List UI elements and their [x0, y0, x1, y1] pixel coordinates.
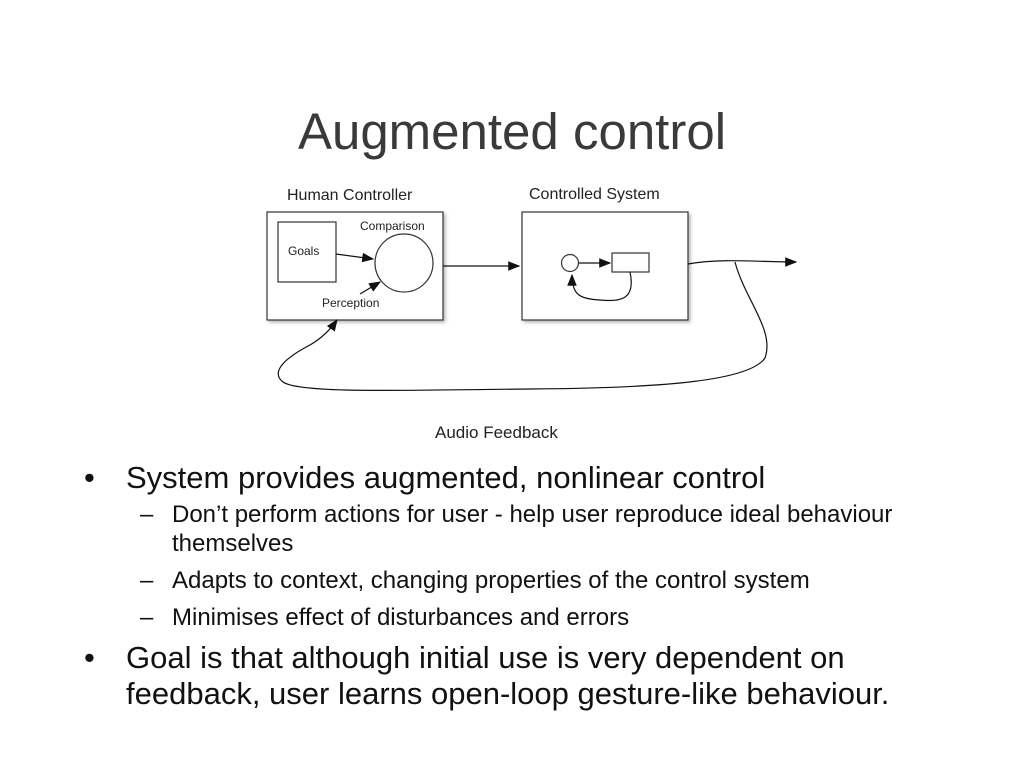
- bullet-item: • System provides augmented, nonlinear c…: [84, 460, 984, 632]
- sub-bullet-item: – Adapts to context, changing properties…: [126, 566, 932, 595]
- bullet-item: • Goal is that although initial use is v…: [84, 640, 984, 712]
- audio-feedback-loop: [277, 261, 768, 392]
- goals-box: [277, 221, 337, 283]
- slide-title: Augmented control: [297, 103, 727, 160]
- sub-bullet-text: Don’t perform actions for user - help us…: [172, 501, 893, 557]
- bullet-text: System provides augmented, nonlinear con…: [126, 460, 766, 495]
- comparison-label: Comparison: [360, 219, 425, 233]
- controlled-system-box: [521, 211, 689, 321]
- controlled-system-label: Controlled System: [529, 186, 660, 203]
- sub-bullet-list: – Don’t perform actions for user - help …: [126, 500, 984, 632]
- system-summing-node: [560, 253, 580, 273]
- system-inner-feedback-arrow: [567, 271, 632, 302]
- sub-bullet-text: Minimises effect of disturbances and err…: [172, 604, 630, 631]
- human-controller-label: Human Controller: [287, 187, 413, 204]
- bullet-marker: •: [84, 460, 95, 495]
- perception-to-comparison-arrow: [359, 281, 382, 295]
- bullet-list: • System provides augmented, nonlinear c…: [84, 460, 984, 712]
- goals-label: Goals: [288, 244, 319, 258]
- comparison-circle: [374, 233, 434, 293]
- sub-bullet-marker: –: [140, 604, 154, 631]
- sub-bullet-marker: –: [140, 501, 154, 528]
- system-inner-block: [611, 252, 650, 273]
- sub-bullet-item: – Don’t perform actions for user - help …: [126, 500, 932, 558]
- control-diagram: Human Controller Goals Comparison Percep…: [266, 186, 798, 442]
- sub-bullet-item: – Minimises effect of disturbances and e…: [126, 603, 932, 632]
- perception-label: Perception: [322, 296, 379, 310]
- audio-feedback-label: Audio Feedback: [435, 423, 558, 442]
- goals-to-comparison-arrow: [335, 252, 375, 263]
- sub-bullet-marker: –: [140, 567, 154, 594]
- system-output-arrow: [687, 257, 798, 267]
- bullet-marker: •: [84, 640, 95, 675]
- sub-bullet-text: Adapts to context, changing properties o…: [172, 567, 810, 594]
- bullet-text: Goal is that although initial use is ver…: [126, 640, 890, 711]
